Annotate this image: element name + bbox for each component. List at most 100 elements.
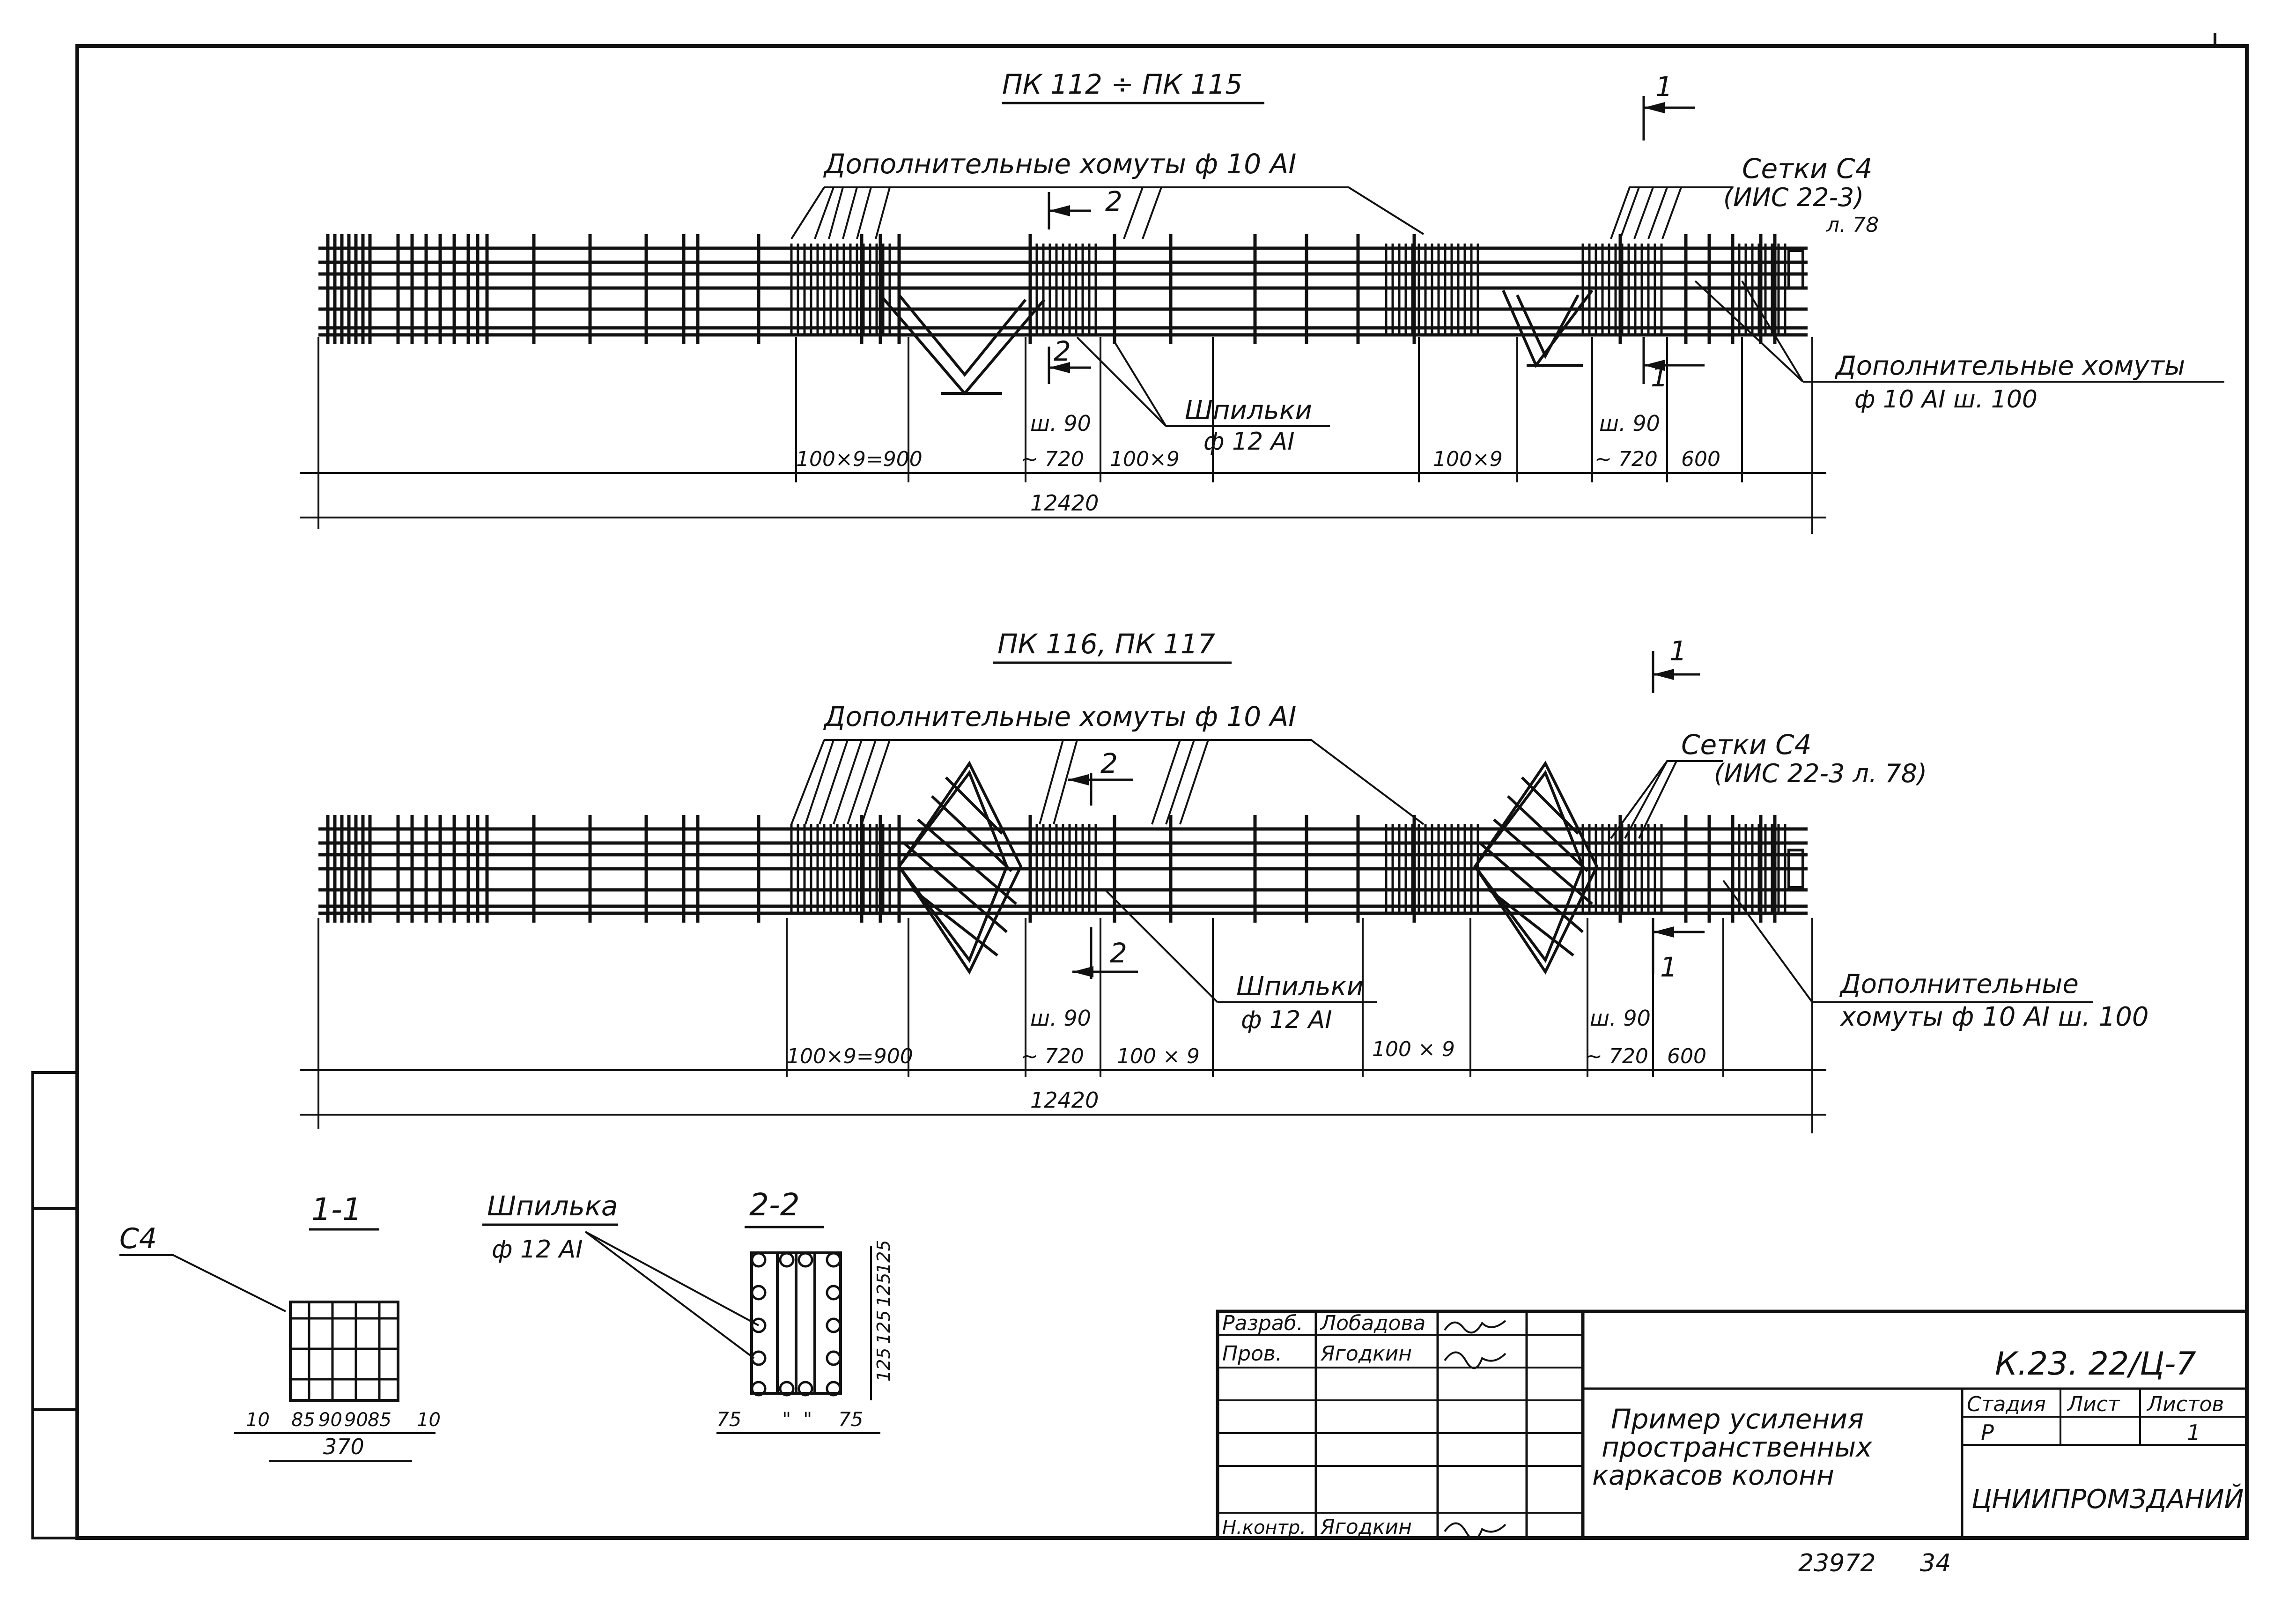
section-2-2-bottom-dim-3: 75 (838, 1408, 863, 1431)
pin-callout: Шпилька ф 12 АI (482, 1190, 759, 1359)
view-2-dimension-lines (300, 918, 1826, 1133)
view-1-title: ПК 112 ÷ ПК 115 (1002, 68, 1242, 100)
name-checker: Ягодкин (1320, 1342, 1412, 1366)
section-2-2-title: 2-2 (749, 1187, 800, 1223)
section-1-1-dim-3: 90 (344, 1409, 368, 1431)
view-1-dim-100x9-900: 100×9=900 (796, 447, 923, 471)
view-2-callout-stirrups: Дополнительные хомуты ф 10 АI (823, 701, 1296, 732)
view-1-dim-step90-a: ш. 90 (1030, 411, 1091, 436)
signature-checker (1444, 1351, 1506, 1369)
view-2-callout-nets: Сетки С4 (1681, 729, 1812, 761)
view-2-dim-600: 600 (1667, 1044, 1706, 1068)
role-checker: Пров. (1222, 1342, 1282, 1366)
organization: ЦНИИПРОМЗДАНИЙ (1971, 1484, 2244, 1515)
view-1-callout-extra-stirrups-1: Дополнительные хомуты (1834, 351, 2185, 381)
view-1-dim-100x9-b: 100×9 (1433, 447, 1503, 471)
view-2-section-2-top: 2 (1100, 747, 1118, 779)
view-1-dim-total: 12420 (1030, 490, 1099, 516)
name-norm-control: Ягодкин (1320, 1515, 1412, 1539)
section-1-1-label-c4: С4 (119, 1222, 157, 1255)
view-2-leaders (790, 739, 2093, 1003)
view-1-callout-extra-stirrups-2: ф 10 АI ш. 100 (1854, 385, 2038, 414)
view-1-dim-step90-b: ш. 90 (1599, 411, 1660, 436)
section-2-2-bottom-dim-1: " (782, 1408, 791, 1431)
pin-callout-line-1: Шпилька (487, 1190, 618, 1222)
description-line-3: каркасов колонн (1592, 1459, 1834, 1491)
head-sheet: Лист (2067, 1392, 2120, 1416)
section-1-1-dim-0: 10 (246, 1409, 270, 1431)
role-developer: Разраб. (1222, 1311, 1303, 1335)
section-2-2-side-dim-3: 125 (873, 1347, 894, 1382)
view-1-section-1-top: 1 (1655, 71, 1673, 103)
view-2-section-markers (1068, 651, 1705, 979)
view-2-dim-100x9-b: 100 × 9 (1372, 1037, 1455, 1061)
view-2-dim-100x9-a: 100 × 9 (1117, 1044, 1200, 1068)
view-2-section-1-bottom: 1 (1660, 951, 1677, 983)
view-1-section-2-bottom: 2 (1054, 335, 1071, 367)
view-2: ПК 116, ПК 117 (300, 628, 2149, 1133)
name-developer: Лобадова (1320, 1311, 1425, 1335)
view-1-leaders (790, 186, 2224, 427)
view-2-title: ПК 116, ПК 117 (997, 628, 1215, 660)
sheet-frame (31, 33, 2249, 1540)
view-1-section-2-top: 2 (1105, 185, 1122, 217)
view-1-section-markers (1048, 96, 1705, 384)
signature-developer (1444, 1320, 1506, 1334)
signature-norm-control (1444, 1522, 1506, 1540)
view-1: ПК 112 ÷ ПК 115 (300, 68, 2224, 534)
view-2-dim-step90-a: ш. 90 (1030, 1006, 1091, 1031)
section-1-1-title: 1-1 (311, 1191, 362, 1228)
section-1-1-dim-1: 85 (291, 1409, 315, 1431)
head-sheets: Листов (2146, 1392, 2224, 1416)
section-1-1-dim-total: 370 (323, 1434, 364, 1459)
view-1-dim-720-b: ~ 720 (1595, 447, 1658, 471)
view-2-callout-pins-2: ф 12 АI (1241, 1006, 1332, 1034)
section-2-2-side-dim-0: 125 (873, 1240, 894, 1274)
view-2-callout-pins-1: Шпильки (1236, 971, 1364, 1002)
section-1-1-dim-5: 10 (417, 1409, 441, 1431)
section-2-2: 2-2 75 " " 75 125 125 125 125 (716, 1187, 894, 1434)
stage-value: Р (1981, 1420, 1994, 1445)
view-1-section-1-bottom: 1 (1651, 361, 1668, 393)
description-line-1: Пример усиления (1611, 1403, 1864, 1435)
cage-1-pin-hatches (879, 289, 1594, 396)
sheets-value: 1 (2187, 1420, 2200, 1445)
view-2-callout-extra-stirrups-1: Дополнительные (1839, 969, 2079, 999)
view-2-dim-720-a: ~ 720 (1021, 1044, 1084, 1068)
section-2-2-bottom-dim-0: 75 (716, 1408, 741, 1431)
cage-2-pin-hatches (897, 761, 1599, 975)
view-1-dim-600: 600 (1681, 447, 1720, 471)
section-1-1-dim-2: 90 (318, 1409, 342, 1431)
view-1-dimension-lines (300, 337, 1826, 534)
view-2-callout-extra-stirrups-2: хомуты ф 10 АI ш. 100 (1839, 1002, 2149, 1032)
role-norm-control: Н.контр. (1222, 1517, 1306, 1538)
view-2-dim-100x9-900: 100×9=900 (787, 1044, 913, 1068)
page-number: 34 (1920, 1549, 1951, 1577)
title-block: Разраб. Лобадова Пров. Ягодкин Н.контр. … (1216, 1309, 2249, 1577)
section-2-2-bottom-dim-2: " (803, 1408, 812, 1431)
view-2-section-1-top: 1 (1669, 635, 1687, 667)
view-2-dim-720-b: ~ 720 (1585, 1044, 1648, 1068)
cage-1-dense-zones (790, 244, 1787, 335)
view-1-dim-720-a: ~ 720 (1021, 447, 1084, 471)
view-1-dim-100x9-a: 100×9 (1110, 447, 1180, 471)
view-1-callout-nets-sheet: л. 78 (1826, 213, 1879, 237)
view-1-callout-stirrups: Дополнительные хомуты ф 10 АI (823, 148, 1296, 180)
section-1-1-dim-4: 85 (368, 1409, 391, 1431)
pin-callout-line-2: ф 12 АI (492, 1235, 583, 1264)
cage-2-dense-zones (790, 824, 1787, 913)
section-2-2-side-dim-2: 125 (873, 1310, 894, 1344)
view-1-callout-pins-2: ф 12 АI (1203, 428, 1295, 456)
view-2-section-2-bottom: 2 (1110, 937, 1127, 969)
view-2-dim-total: 12420 (1030, 1087, 1099, 1113)
doc-code: К.23. 22/Ц-7 (1995, 1346, 2196, 1383)
description-line-2: пространственных (1602, 1431, 1872, 1463)
head-stage: Стадия (1967, 1392, 2046, 1416)
view-2-dim-step90-b: ш. 90 (1590, 1006, 1651, 1031)
view-1-callout-nets-ref: (ИИС 22-3) (1723, 183, 1864, 212)
view-1-callout-nets: Сетки С4 (1742, 153, 1873, 185)
view-1-callout-pins-1: Шпильки (1185, 395, 1312, 426)
archive-number: 23972 (1798, 1549, 1875, 1577)
section-1-1: 1-1 С4 10 85 90 90 85 10 370 (119, 1191, 441, 1462)
